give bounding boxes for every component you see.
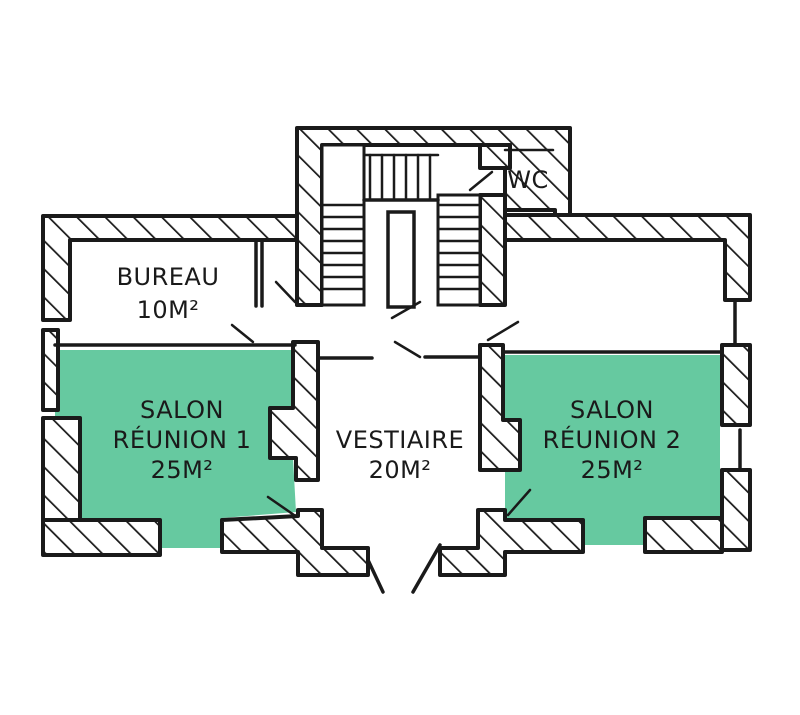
wall-left-side <box>41 328 60 412</box>
door-swing-vestiaire-right <box>393 340 422 359</box>
entrance-right <box>411 543 442 594</box>
salon-reunion-2-area <box>505 355 720 545</box>
room-label-bureau: BUREAU <box>117 263 220 291</box>
room-label-salon1-line2: RÉUNION 1 <box>113 425 252 454</box>
door-swing-salon-1 <box>266 495 296 517</box>
wall-left-side-lower <box>41 416 82 527</box>
wall-right-top <box>503 213 752 302</box>
room-label-salon2-line1: SALON <box>570 396 654 424</box>
room-label-salon2-line2: RÉUNION 2 <box>543 425 682 454</box>
wall-right-bottom-2 <box>438 508 585 577</box>
room-area-salon2: 25M² <box>581 456 644 484</box>
wall-right-bottom <box>643 516 724 554</box>
wall-left-bottom-2 <box>220 508 370 577</box>
room-area-vestiaire: 20M² <box>369 456 432 484</box>
room-label-wc: WC <box>507 166 549 194</box>
entrance-left <box>366 558 385 594</box>
wall-right-side-lower <box>720 468 752 552</box>
wall-wc <box>478 143 512 170</box>
wall-left-bottom <box>41 518 162 557</box>
door-swing-wc <box>468 170 494 192</box>
door-swing-salon-2 <box>506 488 532 517</box>
room-area-salon1: 25M² <box>151 456 214 484</box>
wall-stair-right <box>478 193 507 307</box>
room-label-salon1-line1: SALON <box>140 396 224 424</box>
room-area-bureau: 10M² <box>137 296 200 324</box>
wall-partition-left <box>268 340 320 482</box>
door-swing-bureau <box>230 323 255 344</box>
salon-reunion-1-area <box>55 350 296 548</box>
room-label-vestiaire: VESTIAIRE <box>336 426 464 454</box>
door-swing-vestiaire-left <box>390 300 422 320</box>
wall-right-side <box>720 343 752 427</box>
wall-partition-right <box>478 343 522 472</box>
staircase <box>320 143 482 309</box>
